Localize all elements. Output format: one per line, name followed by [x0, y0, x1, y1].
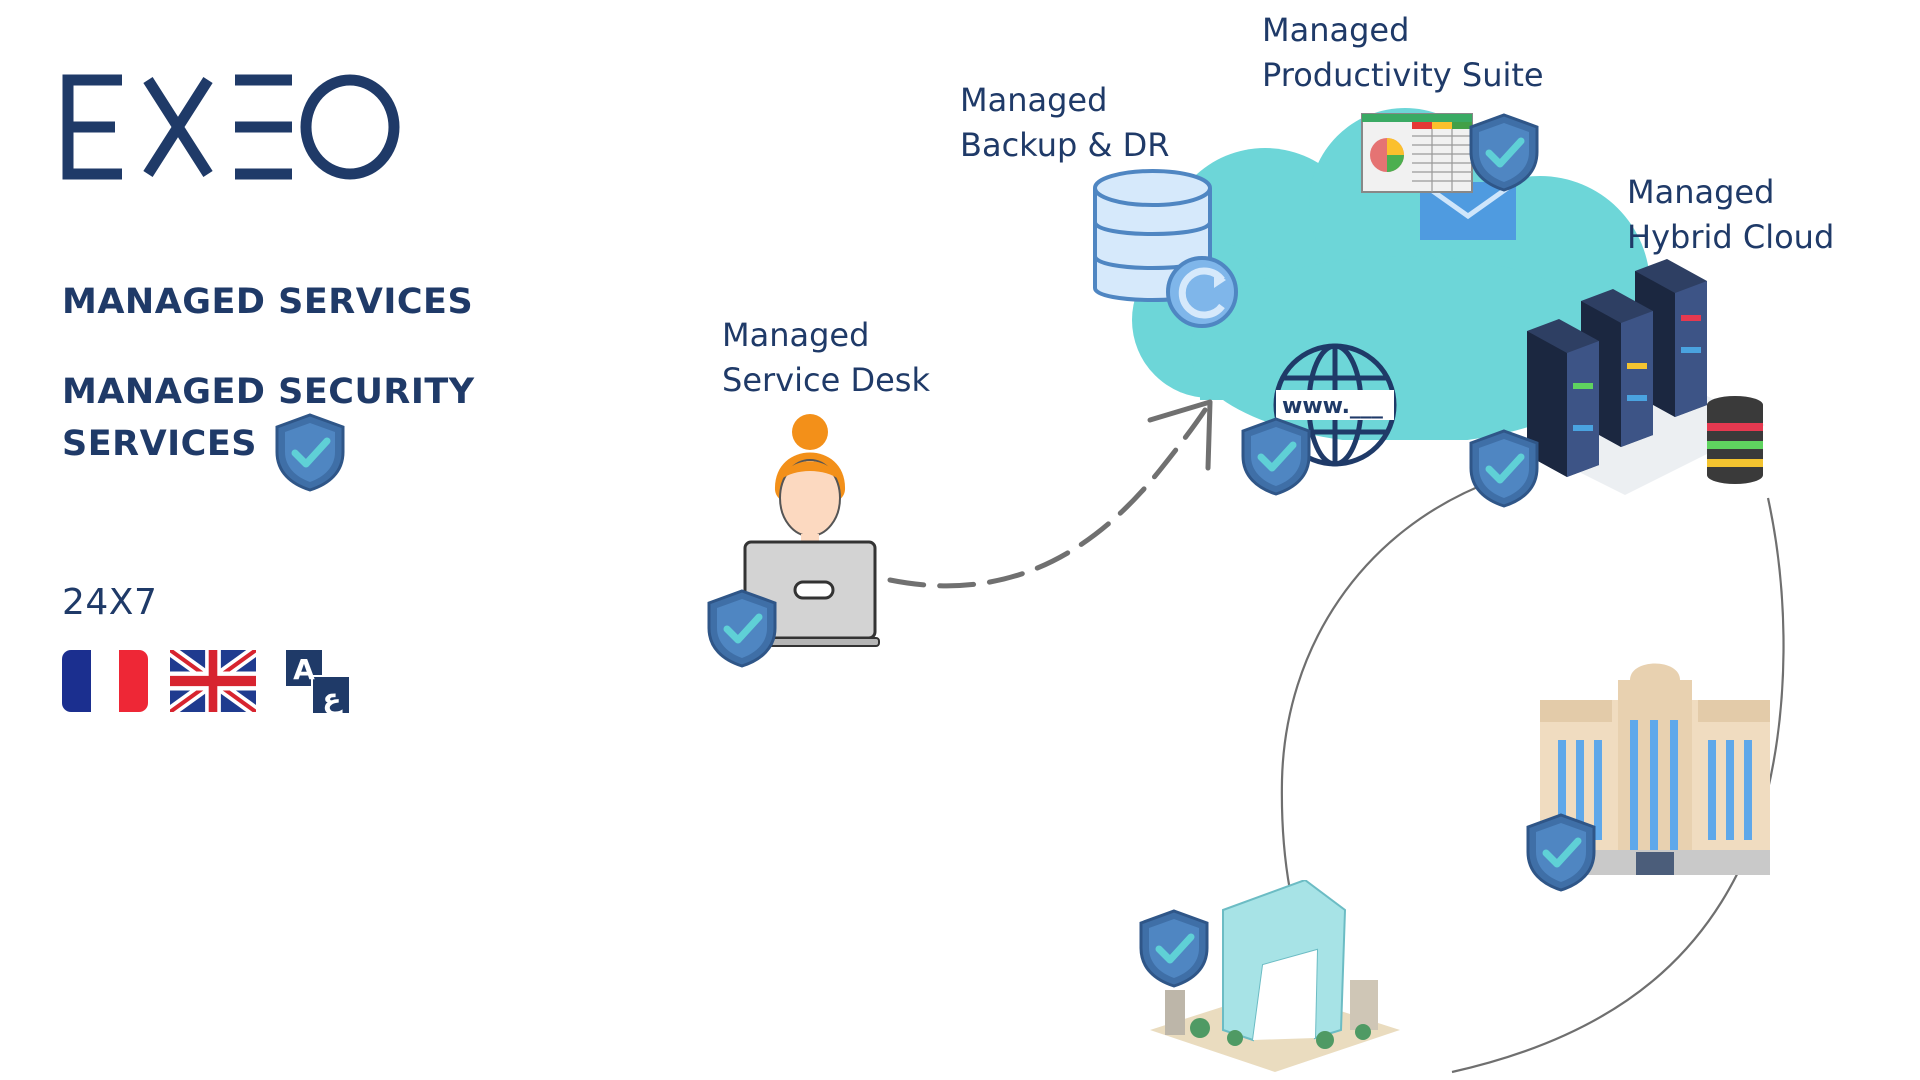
uk-flag-icon [170, 650, 256, 712]
shield-check-icon [707, 589, 777, 668]
globe-icon: www.___ [1273, 343, 1397, 467]
server-rack-icon [1525, 259, 1765, 495]
database-backup-icon [1093, 169, 1238, 328]
backup-label-line1: Managed [960, 81, 1108, 119]
productivity-label-line2: Productivity Suite [1262, 56, 1544, 94]
productivity-label-line1: Managed [1262, 11, 1410, 49]
availability-text: 24X7 [62, 582, 158, 623]
shield-check-icon [275, 413, 345, 492]
shield-check-icon [1469, 429, 1539, 508]
translation-icon: A ع [286, 650, 351, 715]
svg-text:A: A [293, 653, 315, 686]
productivity-suite-icon [1361, 113, 1518, 240]
service-desk-label-line2: Service Desk [722, 361, 930, 399]
shield-check-icon [1469, 113, 1539, 192]
service-desk-label-line1: Managed [722, 316, 870, 354]
hybrid-cloud-label: Managed Hybrid Cloud [1627, 170, 1834, 260]
landmark-tower-icon [1150, 880, 1400, 1072]
svg-text:ع: ع [322, 682, 343, 715]
shield-check-icon [1241, 417, 1311, 496]
managed-services-heading: MANAGED SERVICES [62, 282, 474, 322]
office-building-icon [1540, 663, 1770, 875]
exeo-logo [62, 74, 400, 180]
svg-text:www.___: www.___ [1282, 394, 1383, 419]
backup-label-line2: Backup & DR [960, 126, 1170, 164]
productivity-label: Managed Productivity Suite [1262, 8, 1544, 98]
managed-security-heading-line2: SERVICES [62, 424, 257, 464]
managed-security-heading-line1: MANAGED SECURITY [62, 372, 475, 412]
shield-check-icon [1526, 813, 1596, 892]
hybrid-cloud-label-line1: Managed [1627, 173, 1775, 211]
shield-check-icon [1139, 909, 1209, 988]
french-flag-icon [62, 650, 148, 712]
dashed-arrow [887, 399, 1213, 589]
backup-label: Managed Backup & DR [960, 78, 1169, 168]
service-desk-agent-icon [738, 414, 880, 647]
service-desk-label: Managed Service Desk [722, 313, 930, 403]
hybrid-cloud-label-line2: Hybrid Cloud [1627, 218, 1835, 256]
